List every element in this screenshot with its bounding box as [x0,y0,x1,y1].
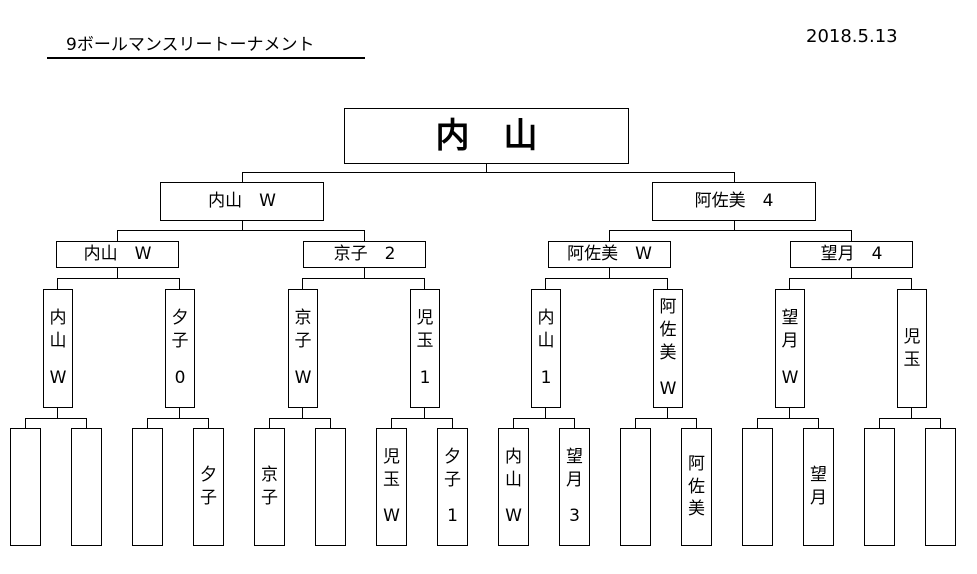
match-result: 2 [384,244,396,264]
player-name: 夕子 [200,465,217,508]
round1-box-6 [315,428,346,546]
quarterfinal-box-4: 望月 4 [790,241,913,268]
round1-box-8: 夕子 1 [437,428,468,546]
round1-box-4: 夕子 [193,428,224,546]
quarterfinal-box-3: 阿佐美 W [548,241,671,268]
match-result: 3 [569,506,580,527]
round2-box-7: 望月 W [775,289,805,408]
match-result: 1 [419,367,431,388]
match-result: W [134,244,152,264]
round1-box-5: 京子 [254,428,285,546]
round2-box-8: 児玉 [897,289,927,408]
quarterfinal-box-2: 京子 2 [303,241,426,268]
match-name: 内山 [83,244,118,264]
title-underline [47,57,365,59]
match-name: 阿佐美 [567,244,619,264]
semifinal-box-1: 内山 W [160,182,324,221]
round1-box-2 [71,428,102,546]
round1-box-7: 児玉 W [376,428,407,546]
match-result: W [49,367,67,388]
player-name: 京子 [294,308,312,352]
player-name: 内山 [49,308,67,352]
round1-box-14: 望月 [803,428,834,546]
match-result: 4 [871,244,883,264]
match-result: W [383,506,400,527]
round2-box-6: 阿佐美 W [653,289,683,408]
round2-box-3: 京子 W [288,289,318,408]
match-result: 1 [540,367,552,388]
match-result: 0 [174,367,186,388]
match-name: 望月 [820,244,855,264]
round1-box-13 [742,428,773,546]
player-name: 阿佐美 [688,453,705,520]
quarterfinal-box-1: 内山 W [56,241,179,268]
player-name: 内山 [537,308,555,352]
round1-box-12: 阿佐美 [681,428,712,546]
champion-name: 内 山 [435,116,538,156]
round1-box-16 [925,428,956,546]
round2-box-5: 内山 1 [531,289,561,408]
match-name: 京子 [333,244,368,264]
round2-box-2: 夕子 0 [165,289,195,408]
player-name: 内山 [505,446,522,490]
round1-box-15 [864,428,895,546]
match-result: W [781,367,799,388]
player-name: 望月 [566,446,583,490]
match-name: 阿佐美 [694,191,746,211]
round1-box-11 [620,428,651,546]
semifinal-box-2: 阿佐美 4 [652,182,816,221]
player-name: 夕子 [171,308,189,352]
match-result: W [505,506,522,527]
match-name: 内山 [208,191,243,211]
player-name: 児玉 [903,326,921,370]
player-name: 望月 [810,465,827,508]
match-result: W [659,379,677,400]
round2-box-4: 児玉 1 [410,289,440,408]
player-name: 京子 [261,465,278,508]
round2-box-1: 内山 W [43,289,73,408]
round1-box-1 [10,428,41,546]
player-name: 児玉 [416,308,434,352]
match-result: 4 [762,191,774,211]
tournament-title: 9ボールマンスリートーナメント [66,35,315,55]
champion-box: 内 山 [344,108,629,164]
player-name: 望月 [781,308,799,352]
round1-box-9: 内山 W [498,428,529,546]
match-result: 1 [447,506,458,527]
tournament-date: 2018.5.13 [806,26,898,47]
player-name: 児玉 [383,446,400,490]
round1-box-3 [132,428,163,546]
player-name: 阿佐美 [659,296,677,363]
player-name: 夕子 [444,446,461,490]
match-result: W [259,191,276,211]
match-result: W [294,367,312,388]
round1-box-10: 望月 3 [559,428,590,546]
match-result: W [635,244,652,264]
